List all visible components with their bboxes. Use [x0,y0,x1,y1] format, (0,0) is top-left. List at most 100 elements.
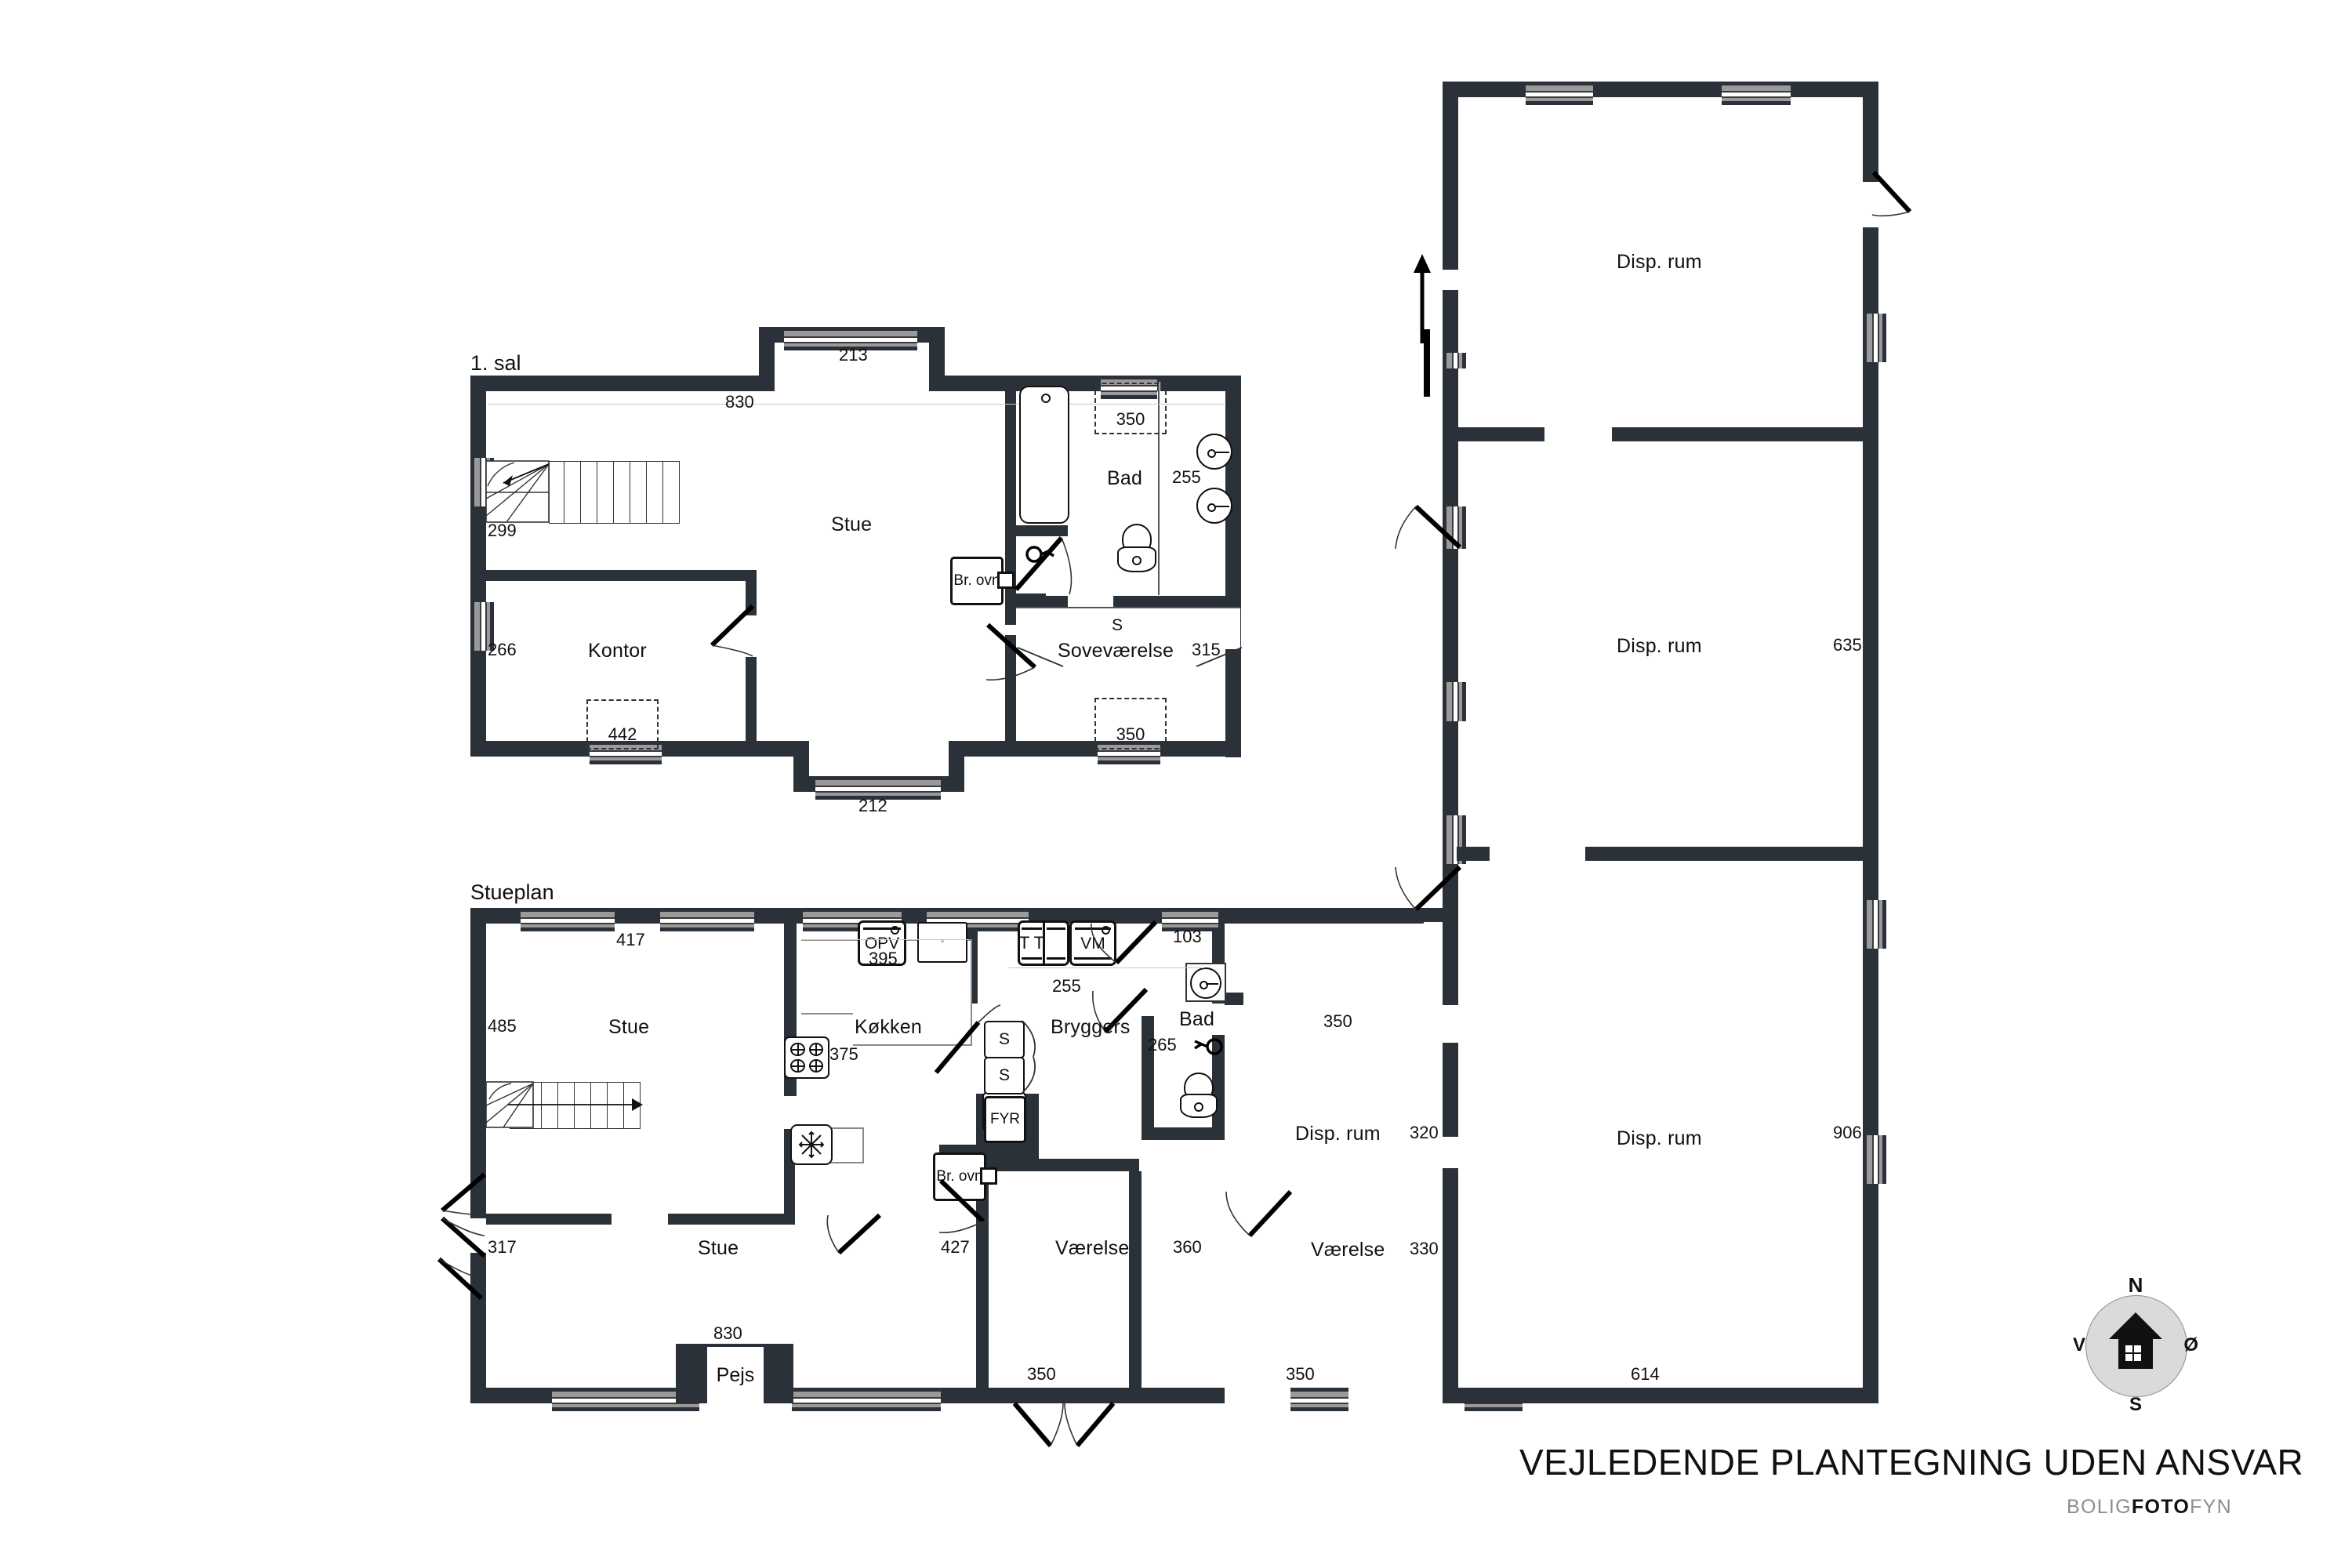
stair-direction-arrow [508,1098,643,1111]
wood-stove-first-floor: Br. ovn [950,557,1004,605]
staircase-first-floor [549,461,680,524]
ob-wall-left-seg5 [1443,864,1458,1005]
ob-wall-stub-a [1457,427,1544,441]
fireplace-pejs: Pejs [707,1347,764,1403]
ob-wall-cross-2 [1585,847,1864,861]
window-417-a [521,908,615,931]
wall-bad-door-stub [1022,596,1068,607]
washing-machine-label: VM [1080,934,1105,953]
ob-wall-left-top [1443,82,1458,270]
bathtub [1019,386,1069,524]
dim-330: 330 [1410,1239,1439,1258]
ob-window-left-a [1443,353,1466,368]
room-label-bad-first: Bad [1107,467,1143,489]
dim-103: 103 [1173,927,1202,946]
window-bottom-b [792,1388,941,1411]
ob-window-left-c [1443,682,1466,721]
freezer-icon [790,1124,833,1165]
wall-top-right [929,376,1241,391]
dim-614: 614 [1631,1364,1660,1384]
ob-wall-right-top [1863,82,1878,182]
window-212 [815,776,941,800]
wall-gf-left-b [470,1167,486,1218]
room-label-sovevaerelse: Soveværelse [1058,640,1174,662]
wall-bryggers-bottom [976,1159,1139,1171]
sink-bad-gf [1190,967,1221,999]
dishwasher-appliance: OPV [858,920,906,966]
window-350-bad [1101,376,1157,399]
ob-window-top-b [1722,82,1791,105]
shower-icon [1025,541,1057,572]
wall-kontor-right-lower [746,657,757,743]
room-label-stue-gf-bottom: Stue [698,1237,739,1259]
wall-gf-bad-bottom [1142,1127,1225,1140]
brand-logo: BOLIGFOTOFYN [2067,1496,2232,1519]
dim-635: 635 [1833,635,1862,655]
dim-265: 265 [1148,1035,1177,1054]
wall-mid-left [486,1214,612,1225]
wall-bad-left-upper [1005,376,1016,534]
brand-mid: FOTO [2131,1496,2190,1518]
tumble-dryer-appliance-b [1043,920,1069,966]
toilet-first-floor [1117,524,1156,572]
window-103 [1162,908,1218,931]
brand-pre: BOLIG [2067,1496,2132,1518]
closet-door-lines [1017,647,1243,667]
closet-s-label: S [1112,616,1123,634]
wall-gf-bad-right-stub [1225,993,1243,1005]
wall-kontor-right-upper [746,570,757,615]
wood-stove-label: Br. ovn [953,572,1000,590]
ob-wall-left-seg4 [1443,721,1458,815]
wall-sov-left [1005,635,1016,754]
window-417-b [660,908,754,931]
dim-485: 485 [488,1016,517,1036]
dim-350-vaerelse-2: 350 [1286,1364,1315,1384]
shower-icon-gf [1193,1033,1225,1064]
washing-machine-appliance: VM [1069,920,1116,966]
dim-375: 375 [829,1044,858,1064]
room-label-disp-2: Disp. rum [1617,1127,1702,1149]
ghost-opening-442: 442 [586,699,659,750]
window-614-a [1290,1388,1348,1411]
direction-arrow [1411,252,1435,350]
closet-s-bryggers-2: S [984,1057,1025,1094]
kitchen-counter-return [853,1005,972,1046]
wall-vaerelse-right [1129,1171,1142,1403]
wall-top-left [470,376,759,391]
ob-wall-link-gf [1421,908,1458,922]
room-label-stue-first: Stue [831,514,873,535]
dim-guideline-395 [801,939,969,940]
dim-417: 417 [616,930,645,949]
dim-315: 315 [1192,640,1221,659]
room-label-bryggers: Bryggers [1051,1016,1131,1038]
first-floor-title: 1. sal [470,351,521,375]
kitchen-sink: ▫ [917,922,967,963]
wall-gf-top-right [1212,908,1424,924]
dim-212: 212 [858,796,887,815]
window-213 [784,327,917,350]
toilet-ground-floor [1180,1073,1218,1118]
tumble-dryer-label: T T [1018,933,1045,953]
dim-350-vaerelse: 350 [1027,1364,1056,1384]
room-label-vaerelse-2: Værelse [1311,1239,1385,1261]
ob-window-right-c [1863,1135,1886,1184]
ob-wall-right [1863,227,1878,1403]
dim-906: 906 [1833,1123,1862,1142]
sink-lower [1196,488,1232,524]
window-442 [590,741,662,764]
ghost-opening-350-bad: 350 [1094,383,1167,434]
tumble-dryer-appliance: T T [1018,920,1046,966]
wood-stove-label-gf: Br. ovn [936,1168,983,1185]
wall-right-outer [1225,376,1241,757]
dim-255-gf: 255 [1052,976,1081,996]
dim-395: 395 [869,949,898,968]
compass-south-label: S [2129,1394,2143,1415]
compass-north-label: N [2128,1273,2143,1297]
wall-mid-right [668,1214,795,1225]
stove-flue [997,572,1014,589]
ob-wall-cross-1 [1612,427,1864,441]
stove-flue-gf [980,1167,997,1185]
wall-bad-bottom [1113,596,1241,607]
compass-west-label: V [2073,1334,2086,1356]
wall-vaerelse-left [976,1171,989,1403]
